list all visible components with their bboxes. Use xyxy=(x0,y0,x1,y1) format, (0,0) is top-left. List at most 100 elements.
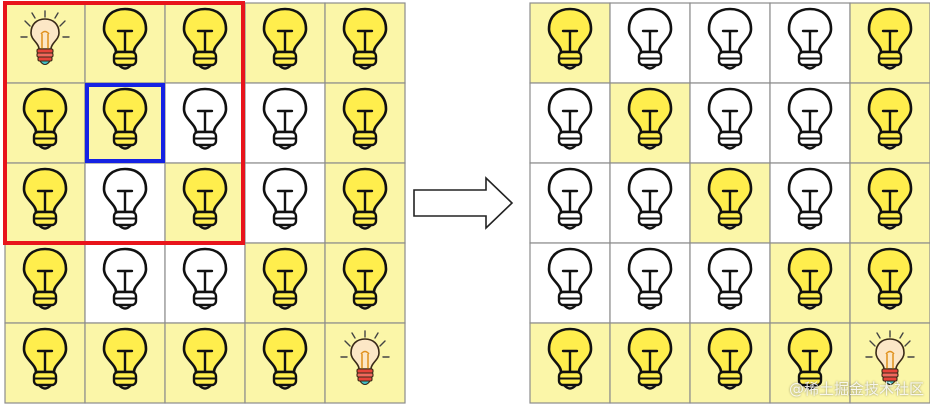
bulb-on-icon xyxy=(867,247,913,310)
lit-bulb-icon xyxy=(340,330,390,386)
bulb-off-icon xyxy=(787,7,833,70)
grid-cell xyxy=(529,82,611,164)
bulb-off-icon xyxy=(547,87,593,150)
bulb-off-icon xyxy=(707,7,753,70)
bulb-on-icon xyxy=(787,327,833,390)
bulb-on-icon xyxy=(342,7,388,70)
bulb-off-icon xyxy=(707,87,753,150)
bulb-on-icon xyxy=(102,327,148,390)
bulb-off-icon xyxy=(182,247,228,310)
grid-cell xyxy=(324,322,406,404)
bulb-on-icon xyxy=(342,87,388,150)
bulb-on-icon xyxy=(627,327,673,390)
grid-cell xyxy=(689,162,771,244)
bulb-on-icon xyxy=(342,167,388,230)
bulb-off-icon xyxy=(787,87,833,150)
grid-cell xyxy=(769,162,851,244)
right-arrow-icon xyxy=(413,176,514,230)
bulb-on-icon xyxy=(102,87,148,150)
grid-cell xyxy=(84,322,166,404)
grid-cell xyxy=(164,162,246,244)
bulb-on-icon xyxy=(182,167,228,230)
bulb-off-icon xyxy=(627,7,673,70)
grid-cell xyxy=(164,322,246,404)
bulb-on-icon xyxy=(102,7,148,70)
grid-cell xyxy=(84,162,166,244)
grid-before xyxy=(4,2,406,404)
grid-cell xyxy=(324,162,406,244)
grid-cell xyxy=(769,322,851,404)
bulb-on-icon xyxy=(182,7,228,70)
grid-cell xyxy=(689,322,771,404)
grid-cell xyxy=(609,82,691,164)
grid-cell xyxy=(244,2,326,84)
grid-cell xyxy=(769,242,851,324)
bulb-on-icon xyxy=(182,327,228,390)
grid-cell xyxy=(324,242,406,324)
grid-cell xyxy=(849,322,930,404)
bulb-off-icon xyxy=(787,167,833,230)
grid-cell xyxy=(609,162,691,244)
grid-cell xyxy=(769,2,851,84)
grid-cell xyxy=(4,242,86,324)
grid-cell xyxy=(244,322,326,404)
grid-cell xyxy=(164,82,246,164)
highlight-layer xyxy=(3,1,245,245)
bulb-on-icon xyxy=(262,327,308,390)
grid-cell xyxy=(244,82,326,164)
bulb-on-icon xyxy=(787,247,833,310)
neighborhood-highlight xyxy=(3,1,245,245)
grid-cell xyxy=(4,82,86,164)
lit-bulb-icon xyxy=(20,10,70,66)
grid-cell xyxy=(689,2,771,84)
grid-cell xyxy=(529,162,611,244)
bulb-off-icon xyxy=(547,247,593,310)
bulb-off-icon xyxy=(102,247,148,310)
grid-cell xyxy=(529,322,611,404)
grid-cell xyxy=(164,242,246,324)
watermark: @稀土掘金技术社区 xyxy=(788,380,924,398)
grid-cell xyxy=(769,82,851,164)
grid-cell xyxy=(4,2,86,84)
grid-cell xyxy=(84,2,166,84)
bulb-on-icon xyxy=(342,247,388,310)
grid-cell xyxy=(849,242,930,324)
grid-cell xyxy=(324,2,406,84)
grid-cell xyxy=(84,82,166,164)
bulb-on-icon xyxy=(262,247,308,310)
bulb-off-icon xyxy=(102,167,148,230)
grid-cell xyxy=(849,162,930,244)
bulb-off-icon xyxy=(182,87,228,150)
grid-cell xyxy=(849,2,930,84)
bulb-on-icon xyxy=(707,167,753,230)
bulb-on-icon xyxy=(867,167,913,230)
bulb-on-icon xyxy=(707,327,753,390)
bulb-off-icon xyxy=(627,167,673,230)
bulb-on-icon xyxy=(867,87,913,150)
grid-cell xyxy=(609,322,691,404)
grid-cell xyxy=(4,162,86,244)
grid-cell xyxy=(529,242,611,324)
grid-cell xyxy=(244,162,326,244)
grid-cell xyxy=(4,322,86,404)
grid-after xyxy=(529,2,930,404)
bulb-on-icon xyxy=(627,87,673,150)
grid-cell xyxy=(244,242,326,324)
bulb-on-icon xyxy=(22,167,68,230)
bulb-on-icon xyxy=(22,87,68,150)
grid-cell xyxy=(689,242,771,324)
bulb-off-icon xyxy=(547,167,593,230)
grid-cell xyxy=(609,242,691,324)
bulb-off-icon xyxy=(627,247,673,310)
bulb-on-icon xyxy=(22,327,68,390)
grid-cell xyxy=(609,2,691,84)
bulb-on-icon xyxy=(262,7,308,70)
grid-cell xyxy=(84,242,166,324)
selected-cell-highlight xyxy=(85,83,165,163)
bulb-on-icon xyxy=(547,7,593,70)
lit-bulb-icon xyxy=(865,330,915,386)
bulb-off-icon xyxy=(262,87,308,150)
bulb-on-icon xyxy=(867,7,913,70)
bulb-off-icon xyxy=(262,167,308,230)
